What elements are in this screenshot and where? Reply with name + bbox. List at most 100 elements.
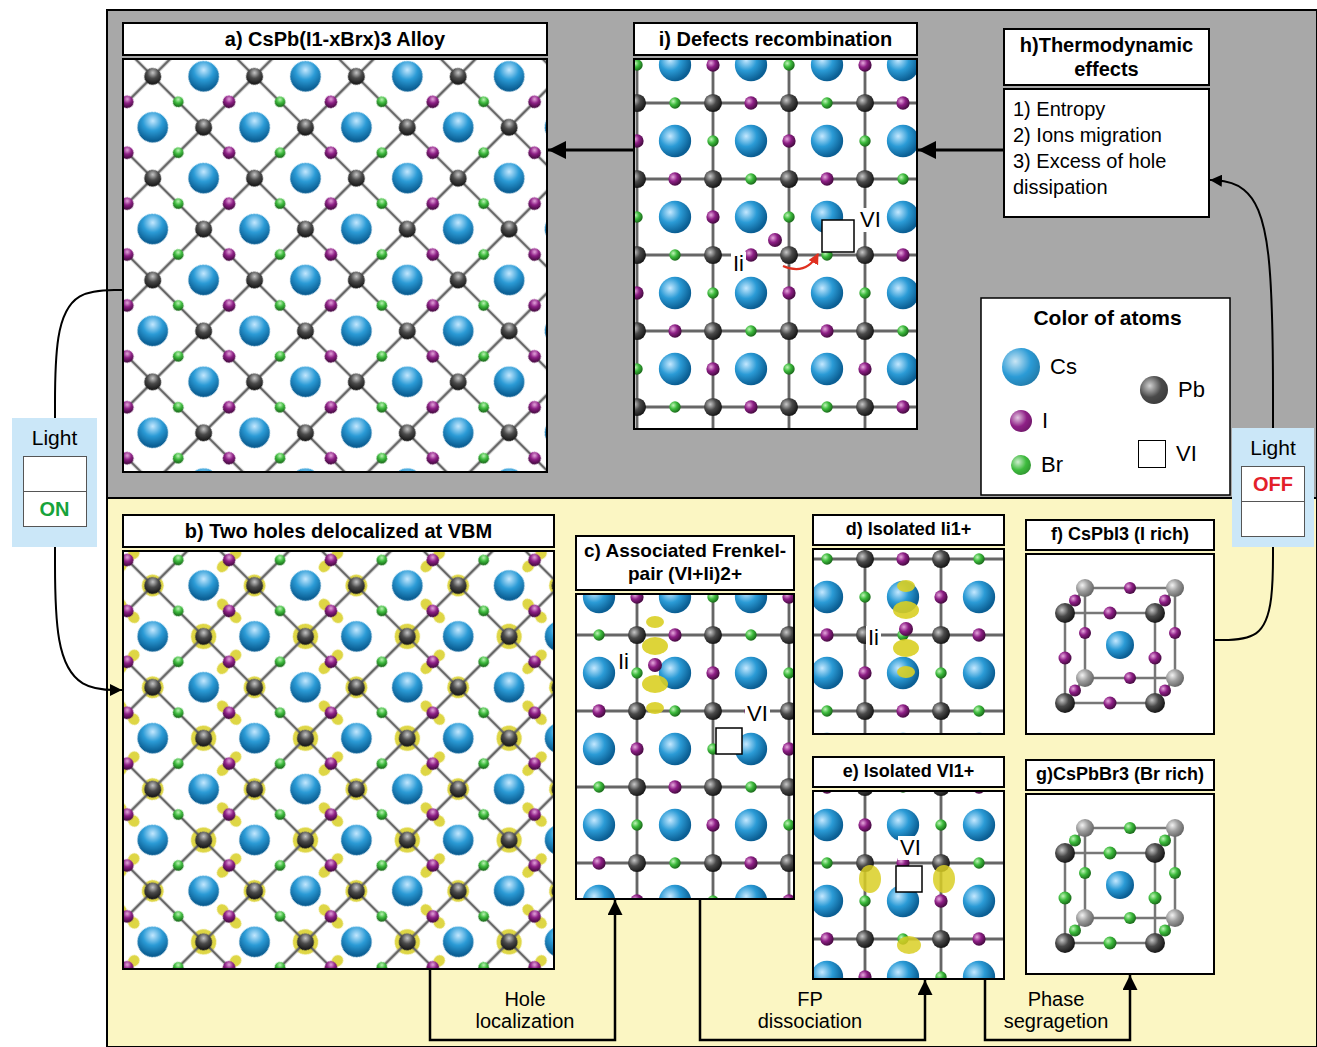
connector-arrow (430, 900, 615, 1040)
legend-text: Pb (1178, 377, 1205, 403)
toggle-cell (1242, 501, 1304, 536)
svg-ellipse (893, 601, 919, 619)
panel-title: c) Associated Frenkel-pair (VI+Ii)2+ (575, 535, 795, 591)
svg-g (642, 616, 668, 714)
vacancy-symbol (1138, 440, 1166, 468)
svg-ellipse (897, 580, 915, 592)
svg-rect (812, 790, 1005, 980)
connector-arrow (985, 975, 1130, 1040)
toggle-cell: ON (24, 491, 86, 526)
toggle-cell (24, 457, 86, 491)
svg-ellipse (897, 666, 915, 678)
light-switch: LightON (12, 418, 97, 547)
svg-rect (812, 548, 1005, 735)
atom-swatch (1011, 455, 1031, 475)
panel-frame: f) CsPbI3 (I rich) (1025, 553, 1215, 735)
legend-text: VI (1176, 441, 1197, 467)
switch-state: ON (40, 498, 70, 521)
svg-ellipse (646, 702, 664, 714)
panel-title: a) CsPb(I1-xBrx)3 Alloy (122, 22, 548, 56)
svg-path (783, 254, 818, 269)
svg-rect (575, 593, 795, 900)
svg-rect (122, 550, 555, 970)
panel-frame: c) Associated Frenkel-pair (VI+Ii)2+ (575, 593, 795, 900)
toggle-box: OFF (1241, 466, 1305, 537)
connector-arrow (1215, 547, 1273, 640)
yellow-panel (107, 498, 1317, 1047)
light-switch: LightOFF (1232, 428, 1314, 547)
legend-item: VI (1138, 440, 1197, 468)
svg-rect (1025, 553, 1215, 735)
svg-circle (768, 233, 782, 247)
panel-title: i) Defects recombination (633, 22, 918, 56)
atom-swatch (1140, 376, 1168, 404)
atom-swatch (1010, 410, 1032, 432)
svg-rect (812, 548, 1005, 735)
legend-text: Br (1041, 452, 1063, 478)
svg-ellipse (859, 865, 881, 893)
list-item: 1) Entropy (1005, 96, 1208, 122)
panel-title: f) CsPbI3 (I rich) (1025, 519, 1215, 551)
legend-title: Color of atoms (981, 306, 1234, 330)
svg-rect (122, 58, 548, 473)
svg-rect (1025, 793, 1215, 975)
switch-state: OFF (1253, 473, 1293, 496)
defect-label: Ii (616, 650, 631, 674)
legend-item: Pb (1140, 376, 1205, 404)
edge-label: FP dissociation (745, 988, 875, 1032)
list-item: 3) Excess of hole dissipation (1005, 148, 1208, 200)
legend-text: Cs (1050, 354, 1077, 380)
text-box: h)Thermodynamic effects1) Entropy2) Ions… (1003, 88, 1210, 218)
svg-use (1055, 819, 1184, 953)
svg-rect (896, 866, 922, 892)
defect-label: VI (858, 208, 883, 232)
svg-ellipse (642, 675, 668, 693)
svg-circle (648, 658, 662, 672)
svg-rect (633, 58, 918, 430)
svg-ellipse (646, 616, 664, 628)
panel-frame: i) Defects recombination (633, 58, 918, 430)
switch-label: Light (32, 426, 78, 450)
defect-label: VI (745, 702, 770, 726)
defect-label: VI (898, 836, 923, 860)
panel-title: b) Two holes delocalized at VBM (122, 514, 555, 548)
svg-rect (812, 790, 1005, 980)
panel-frame: e) Isolated VI1+ (812, 790, 1005, 980)
panel-frame: b) Two holes delocalized at VBM (122, 550, 555, 970)
legend-item: I (1010, 408, 1048, 434)
grey-panel (107, 10, 1317, 498)
svg-ellipse (933, 865, 955, 893)
svg-rect (122, 550, 555, 970)
defect-label: Ii (866, 626, 881, 650)
svg-rect (633, 58, 918, 430)
list-item: 2) Ions migration (1005, 122, 1208, 148)
panel-title: g)CsPbBr3 (Br rich) (1025, 759, 1215, 791)
panel-title: e) Isolated VI1+ (812, 756, 1005, 788)
legend-item: Br (1011, 452, 1063, 478)
panel-frame: d) Isolated Ii1+ (812, 548, 1005, 735)
svg-rect (716, 728, 742, 754)
switch-label: Light (1250, 436, 1296, 460)
edge-label: Phase segragetion (992, 988, 1120, 1032)
panel-frame: a) CsPb(I1-xBrx)3 Alloy (122, 58, 548, 473)
svg-circle (899, 622, 913, 636)
connector-arrow (55, 547, 122, 690)
svg-ellipse (897, 936, 921, 954)
svg-g (893, 580, 919, 678)
panel-frame: g)CsPbBr3 (Br rich) (1025, 793, 1215, 975)
svg-rect (122, 58, 548, 473)
connector-arrow (55, 290, 122, 418)
svg-rect (575, 593, 795, 900)
legend-item: Cs (1002, 348, 1077, 386)
connector-arrow (918, 149, 1003, 152)
edge-label: Hole localization (455, 988, 595, 1032)
svg-rect (822, 220, 854, 252)
connector-arrow (1210, 180, 1273, 428)
svg-ellipse (893, 639, 919, 657)
svg-use (1055, 579, 1184, 713)
legend-text: I (1042, 408, 1048, 434)
defect-label: Ii (731, 252, 746, 276)
panel-title: d) Isolated Ii1+ (812, 514, 1005, 546)
atom-swatch (1002, 348, 1040, 386)
